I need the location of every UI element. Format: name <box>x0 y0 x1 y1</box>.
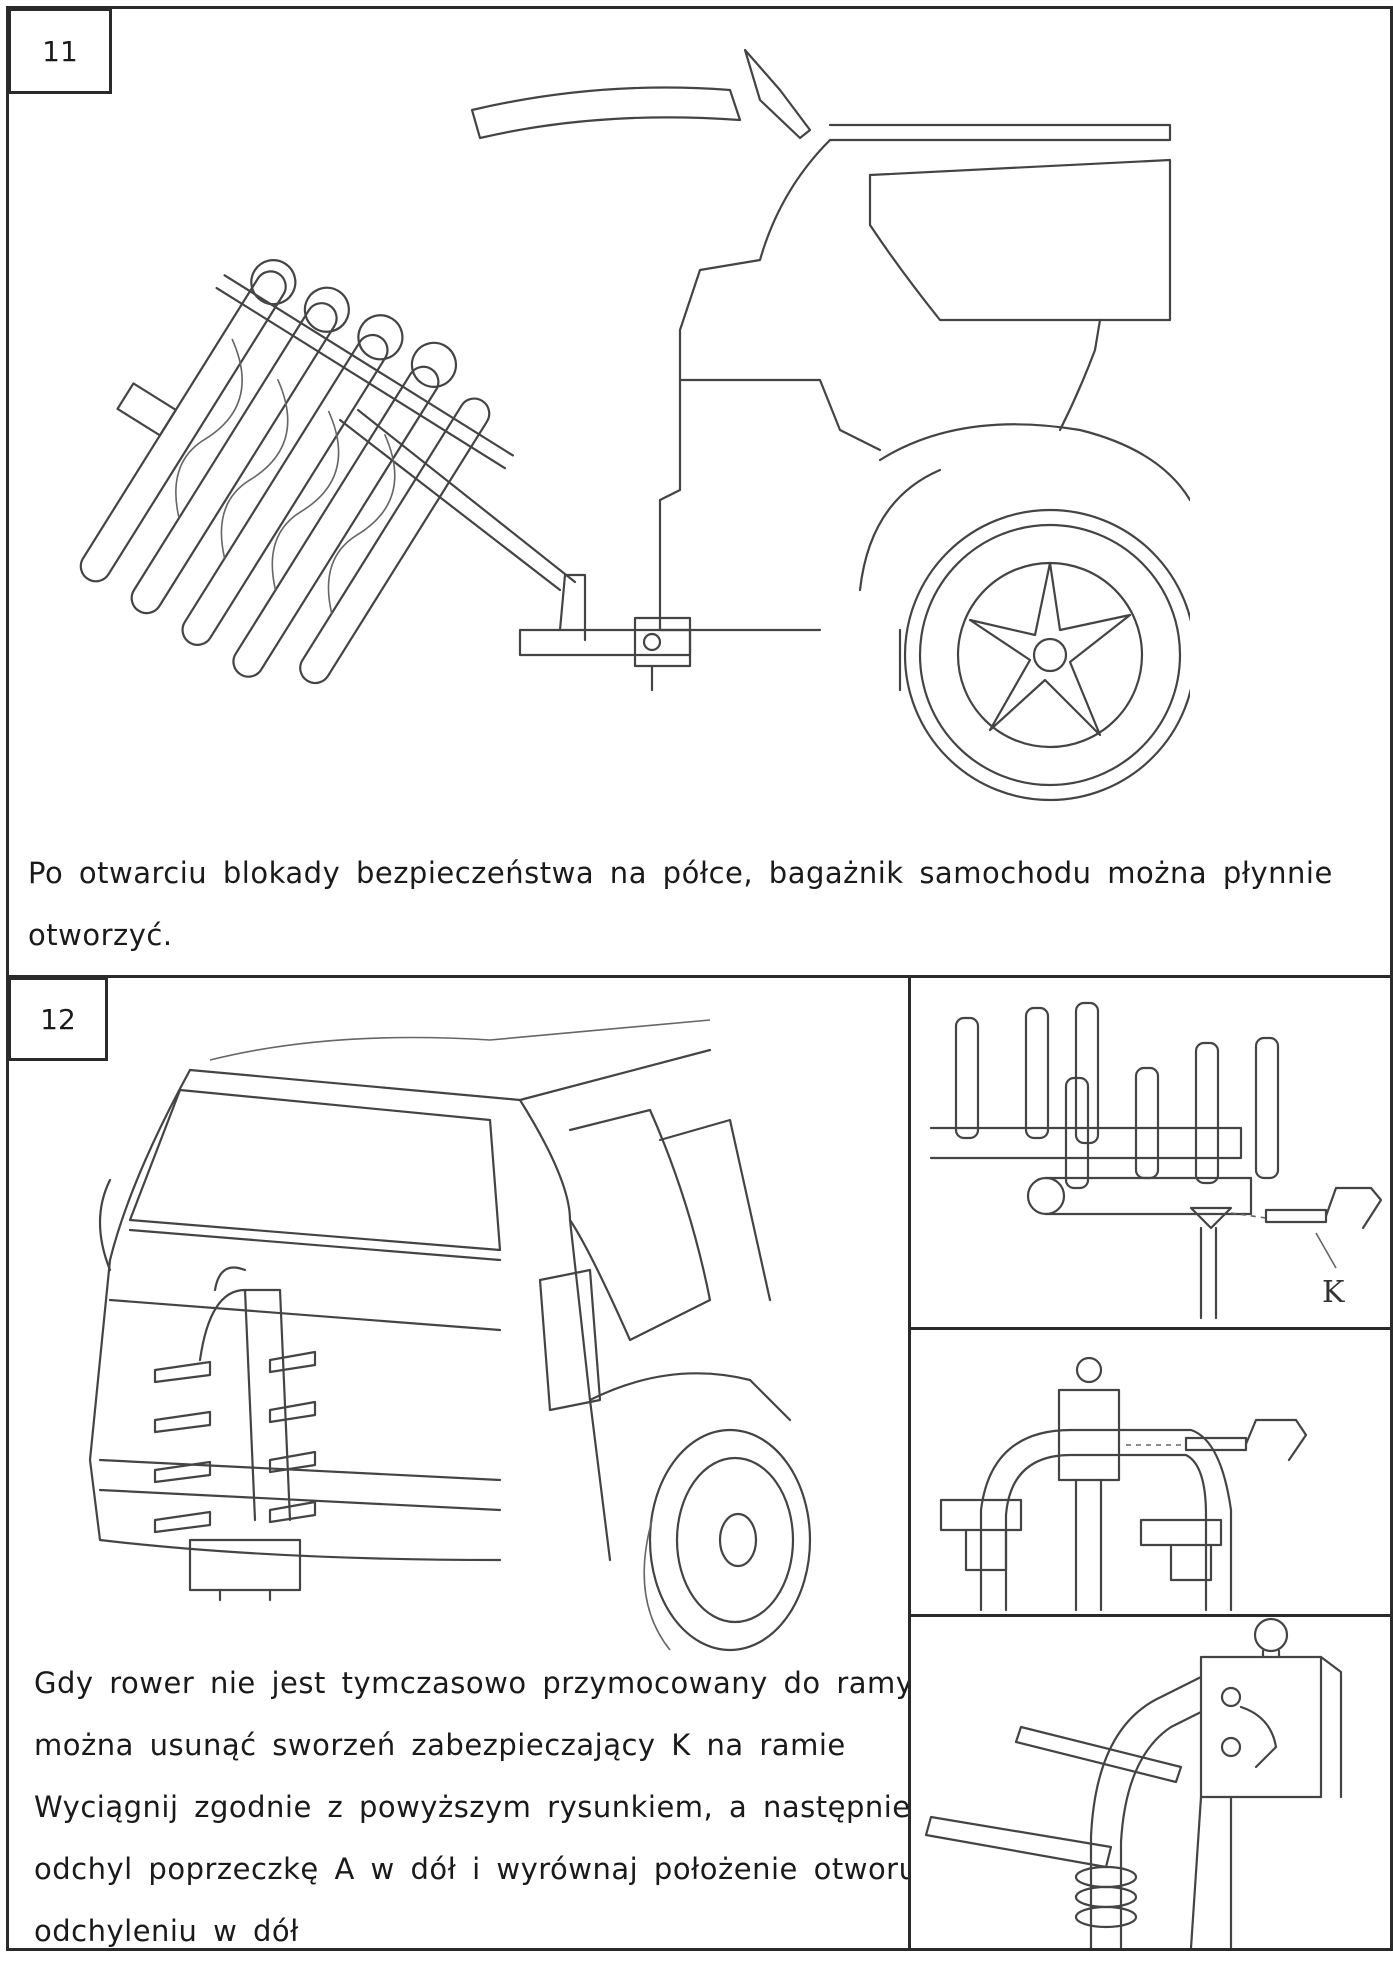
step-11-caption: Po otwarciu blokady bezpieczeństwa na pó… <box>28 842 1368 966</box>
detail-panel-crossbar-tilt <box>908 1614 1393 1951</box>
detail-illustration-crossbar-tilted-down <box>911 1617 1390 1948</box>
detail-illustration-pin-pull-out <box>911 1330 1390 1614</box>
caption-line: odchyleniu w dół <box>34 1914 299 1948</box>
step-12-caption: Gdy rower nie jest tymczasowo przymocowa… <box>34 1652 1034 1962</box>
step-11-number: 11 <box>8 8 112 94</box>
detail-illustration-pin-k-removal <box>911 978 1390 1327</box>
step-12-number: 12 <box>8 977 108 1061</box>
caption-line: otworzyć. <box>28 918 173 952</box>
caption-line: można usunąć sworzeń zabezpieczający K n… <box>34 1728 846 1762</box>
caption-line: odchyl poprzeczkę A w dół i wyrównaj poł… <box>34 1852 971 1886</box>
caption-line: Po otwarciu blokady bezpieczeństwa na pó… <box>28 856 1333 890</box>
detail-label-k: K <box>1322 1275 1345 1310</box>
caption-line: Gdy rower nie jest tymczasowo przymocowa… <box>34 1666 924 1700</box>
label-k-text: K <box>1322 1275 1345 1310</box>
step-12-illustration-suv-with-upright-rack <box>70 1000 870 1660</box>
detail-panel-pin-pull <box>908 1327 1393 1617</box>
step-11-illustration-car-rear-with-tilted-bike-rack <box>40 30 1190 810</box>
caption-line: Wyciągnij zgodnie z powyższym rysunkiem,… <box>34 1790 911 1824</box>
